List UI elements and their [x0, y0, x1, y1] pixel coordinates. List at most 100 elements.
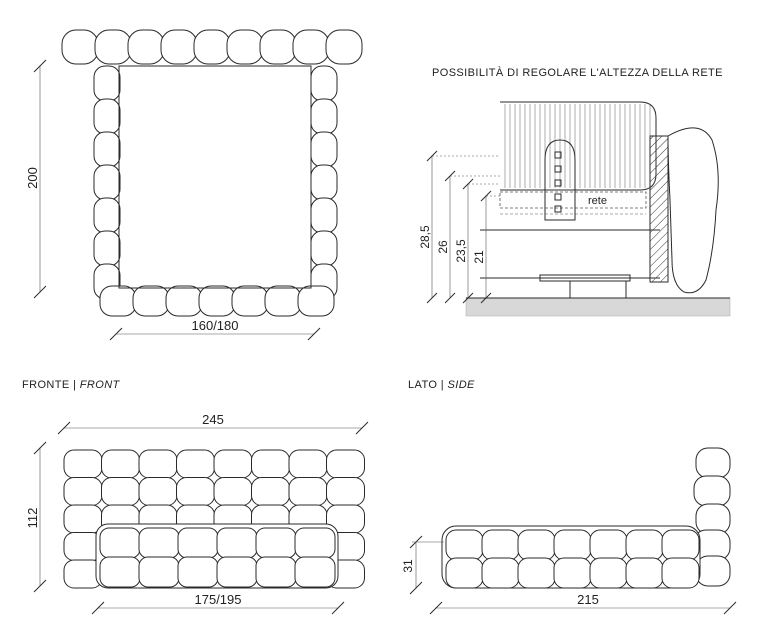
cushion [288, 477, 328, 506]
cushion [553, 529, 592, 561]
cushion [292, 29, 330, 65]
plan-width-dimension: 160/180 [109, 318, 321, 341]
plan-width-label: 160/180 [192, 318, 239, 333]
cushion [553, 557, 592, 589]
front-height-label: 112 [25, 508, 40, 529]
side-height-label: 31 [401, 559, 415, 573]
side-view: LATO | SIDE 31 215 [401, 379, 737, 615]
cushion [177, 527, 219, 559]
cushion [101, 477, 140, 506]
cushion [445, 557, 484, 589]
side-caption-main: LATO | [408, 379, 448, 391]
cushion [297, 285, 335, 317]
cushion [288, 449, 328, 479]
rib-outline [500, 101, 657, 191]
cushion [93, 197, 121, 234]
height-adjustment-detail: POSSIBILITÀ DI REGOLARE L'ALTEZZA DELLA … [418, 66, 731, 317]
side-caption-italic: SIDE [448, 379, 476, 391]
side-length-dimension: 215 [429, 592, 737, 615]
plan-height-label: 200 [25, 167, 40, 189]
cushion [99, 285, 137, 317]
cushion [251, 477, 290, 506]
plan-height-dimension: 200 [25, 59, 47, 299]
headboard-cushion-profile [667, 127, 719, 294]
height-label-0: 28,5 [418, 225, 432, 249]
adjustment-bracket [544, 139, 576, 221]
cushion [259, 29, 297, 65]
front-base-width-dimension: 175/195 [91, 592, 345, 615]
cushion [132, 285, 170, 317]
cushion [99, 556, 141, 588]
cushion [326, 449, 365, 479]
side-base-row [441, 525, 701, 589]
side-height-dimension: 31 [401, 535, 444, 595]
cushion [176, 449, 215, 479]
cushion [325, 29, 363, 65]
cushion [63, 477, 103, 506]
plan-view: 200 160/180 [25, 29, 363, 341]
cushion [138, 449, 178, 479]
cushion [695, 447, 731, 479]
front-height-dimension: 112 [25, 441, 47, 593]
cushion [310, 65, 338, 102]
cushion [445, 529, 484, 561]
front-view: FRONTE | FRONT 245 112 175/195 [22, 379, 369, 615]
cushion [213, 449, 253, 479]
cushion [93, 98, 121, 135]
front-caption-italic: FRONT [80, 379, 121, 391]
cushion [310, 230, 338, 267]
cushion [93, 164, 121, 201]
cushion [63, 449, 103, 479]
cushion [661, 557, 700, 589]
cushion [310, 197, 338, 234]
cushion [255, 556, 297, 588]
plan-headboard [61, 29, 363, 65]
cushion [481, 557, 520, 589]
cushion [589, 529, 628, 561]
cushion [625, 529, 664, 561]
cushion [198, 285, 236, 317]
cushion [216, 527, 258, 559]
plan-side-left [93, 65, 121, 300]
cushion [310, 131, 338, 168]
front-width-dimension: 245 [57, 412, 369, 435]
cushion [213, 477, 253, 506]
cushion [63, 504, 103, 534]
ribbed-upholstery [500, 101, 657, 191]
plan-side-right [310, 65, 338, 300]
plan-footboard [99, 285, 335, 317]
cushion [127, 29, 165, 65]
cushion [517, 529, 556, 561]
cushion [294, 527, 336, 559]
cushion [101, 449, 140, 479]
cushion [264, 285, 302, 317]
height-label-2: 23,5 [454, 239, 468, 263]
headboard-section [649, 135, 669, 283]
cushion [138, 477, 178, 506]
cushion [61, 29, 99, 65]
height-label-1: 26 [436, 240, 450, 254]
cushion [93, 65, 121, 102]
cushion [625, 557, 664, 589]
cushion [93, 230, 121, 267]
dim-tick [444, 292, 456, 304]
cushion [589, 557, 628, 589]
front-width-label: 245 [202, 412, 224, 427]
front-bed-base [95, 523, 339, 589]
cushion [294, 556, 336, 588]
plan-mattress [118, 65, 312, 289]
cushion [177, 556, 219, 588]
cushion [517, 557, 556, 589]
rete-label: rete [588, 195, 607, 207]
cushion [481, 529, 520, 561]
cushion [176, 477, 215, 506]
side-length-label: 215 [577, 592, 599, 607]
dim-tick [480, 292, 492, 304]
cushion [251, 449, 290, 479]
cushion [310, 164, 338, 201]
side-headboard-stack [693, 447, 731, 587]
cushion [94, 29, 132, 65]
dim-tick [462, 292, 474, 304]
